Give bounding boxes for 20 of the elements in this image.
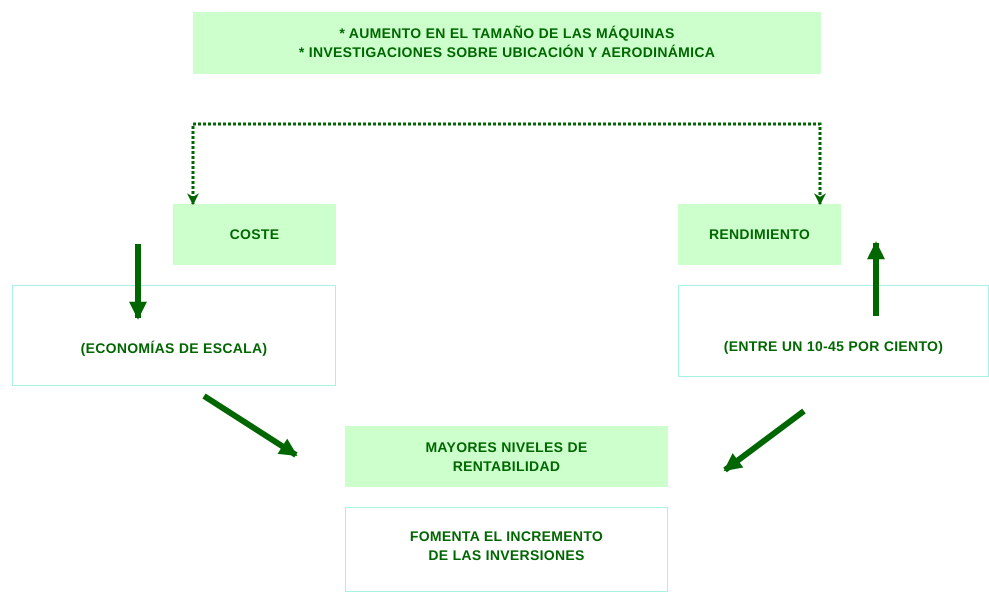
highlight-box <box>173 204 336 265</box>
box-text: * AUMENTO EN EL TAMAÑO DE LAS MÁQUINAS <box>339 24 675 43</box>
highlight-box <box>345 426 668 487</box>
box-text: RENDIMIENTO <box>708 225 810 244</box>
box-text: COSTE <box>230 225 280 244</box>
box-text: * INVESTIGACIONES SOBRE UBICACIÓN Y AERODINÁMICA <box>298 43 716 62</box>
arrow <box>202 393 298 458</box>
outlined-box <box>12 285 336 386</box>
box-text: MAYORES NIVELES DE RENTABILIDAD <box>425 438 588 476</box>
outlined-box <box>345 507 668 592</box>
box-text: (ENTRE UN 10-45 POR CIENTO) <box>724 336 944 356</box>
arrow <box>723 408 806 472</box>
arrow <box>129 244 147 320</box>
highlight-box <box>678 204 841 265</box>
arrow <box>187 122 826 206</box>
highlight-box <box>193 12 821 74</box>
box-text: FOMENTA EL INCREMENTO DE LAS INVERSIONES <box>408 526 604 564</box>
outlined-box <box>678 285 989 377</box>
arrow <box>867 241 885 316</box>
box-text: (ECONOMÍAS DE ESCALA) <box>80 339 268 358</box>
